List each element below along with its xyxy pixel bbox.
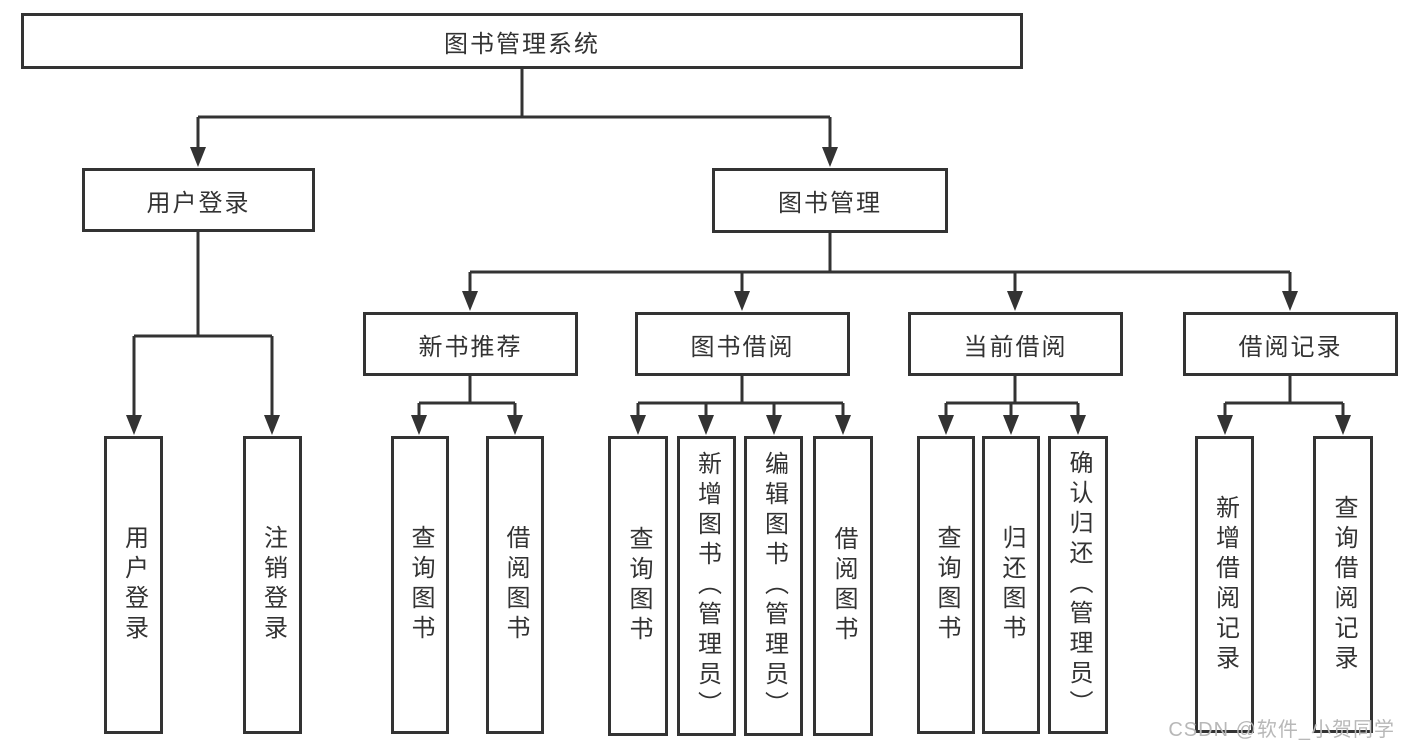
node-label: 确认归还（管理员） xyxy=(1065,450,1092,720)
node-label: 借阅图书 xyxy=(830,526,857,646)
node-label: 新增借阅记录 xyxy=(1211,494,1239,675)
node-borrow-books: 借阅图书 xyxy=(813,436,873,736)
node-label: 当前借阅 xyxy=(963,333,1068,361)
node-label: 归还图书 xyxy=(998,525,1025,645)
node-library-management-system: 图书管理系统 xyxy=(21,13,1023,69)
node-borrowing-records: 借阅记录 xyxy=(1183,312,1398,376)
node-label: 图书借阅 xyxy=(690,333,795,361)
node-label: 用户登录 xyxy=(120,525,148,645)
node-user-login: 用户登录 xyxy=(104,436,163,734)
node-query-borrow-record: 查询借阅记录 xyxy=(1313,436,1373,733)
node-label: 借阅记录 xyxy=(1238,333,1343,361)
node-add-borrow-record: 新增借阅记录 xyxy=(1195,436,1254,733)
node-book-management: 图书管理 xyxy=(712,168,948,233)
node-current-borrowing: 当前借阅 xyxy=(908,312,1123,376)
node-label: 借阅图书 xyxy=(502,525,529,645)
node-return-books: 归还图书 xyxy=(982,436,1040,734)
node-label: 用户登录 xyxy=(146,189,251,217)
node-query-books-borrow: 查询图书 xyxy=(608,436,668,736)
node-user-login-branch: 用户登录 xyxy=(82,168,315,232)
node-label: 查询图书 xyxy=(407,525,434,645)
node-query-books-recommend: 查询图书 xyxy=(391,436,449,734)
node-edit-book-admin: 编辑图书（管理员） xyxy=(744,436,803,736)
node-label: 查询图书 xyxy=(933,525,960,645)
node-new-book-recommendation: 新书推荐 xyxy=(363,312,578,376)
node-logout: 注销登录 xyxy=(243,436,302,734)
node-label: 新书推荐 xyxy=(418,333,523,361)
node-label: 新增图书（管理员） xyxy=(693,451,721,721)
node-label: 查询图书 xyxy=(625,526,652,646)
csdn-watermark: CSDN @软件_小贺同学 xyxy=(1168,719,1395,741)
node-borrow-books-recommend: 借阅图书 xyxy=(486,436,544,734)
node-label: 查询借阅记录 xyxy=(1330,494,1357,675)
node-label: 编辑图书（管理员） xyxy=(760,451,788,721)
node-label: 注销登录 xyxy=(259,525,287,645)
node-label: 图书管理系统 xyxy=(444,30,600,58)
node-book-borrowing: 图书借阅 xyxy=(635,312,850,376)
node-query-books-current: 查询图书 xyxy=(917,436,975,734)
node-add-book-admin: 新增图书（管理员） xyxy=(677,436,736,736)
node-confirm-return-admin: 确认归还（管理员） xyxy=(1048,436,1108,734)
node-label: 图书管理 xyxy=(778,190,882,217)
